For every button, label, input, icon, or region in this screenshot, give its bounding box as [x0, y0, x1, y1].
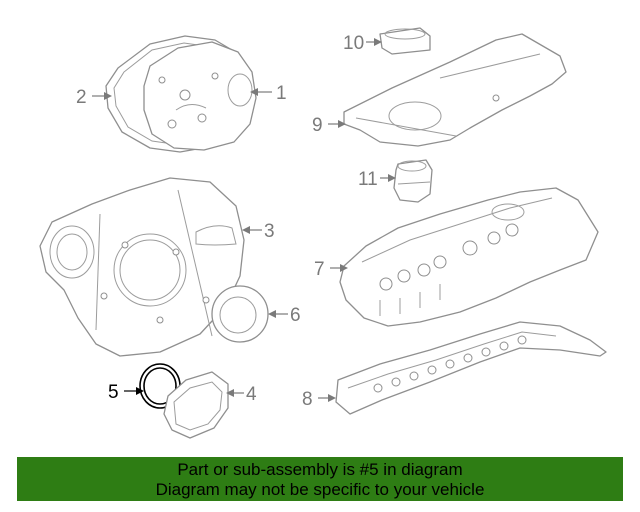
part-9-engine-cover [343, 33, 567, 147]
callout-2-label: 2 [76, 87, 87, 108]
part-8-cover-gasket [335, 321, 607, 415]
callout-1-label: 1 [276, 83, 287, 104]
callout-6-label: 6 [290, 305, 301, 326]
callout-4-label: 4 [246, 384, 257, 405]
callout-3-label: 3 [264, 221, 275, 242]
callout-6: 6 [268, 305, 301, 326]
callout-3: 3 [242, 221, 275, 242]
callout-8-label: 8 [302, 389, 313, 410]
notice-line-2: Diagram may not be specific to your vehi… [155, 480, 485, 499]
part-4-small-cover [163, 371, 229, 439]
callout-5: 5 [108, 382, 144, 403]
callout-9: 9 [312, 115, 346, 136]
part-3-rear-housing [39, 177, 245, 357]
part-6-seal [211, 285, 269, 343]
notice-line-1: Part or sub-assembly is #5 in diagram [177, 460, 463, 479]
callout-8: 8 [302, 389, 336, 410]
part-10-filler-cap [379, 27, 431, 55]
callout-10-label: 10 [343, 33, 364, 54]
part-1-front-cover [143, 41, 257, 151]
part-7-cylinder-head-cover [339, 187, 599, 327]
callout-9-label: 9 [312, 115, 323, 136]
callout-7: 7 [314, 259, 348, 280]
callout-7-label: 7 [314, 259, 325, 280]
callout-1: 1 [250, 83, 287, 104]
callout-11: 11 [358, 169, 396, 190]
part-11-filler-neck [393, 159, 433, 203]
parts-diagram: 1 2 3 4 5 6 7 8 9 10 [39, 27, 607, 439]
callout-10: 10 [343, 33, 382, 54]
callout-5-label: 5 [108, 382, 119, 403]
callout-11-label: 11 [358, 169, 378, 190]
callout-4: 4 [226, 384, 257, 405]
diagram-notice-banner: Part or sub-assembly is #5 in diagram Di… [17, 457, 623, 501]
callout-2: 2 [76, 87, 112, 108]
